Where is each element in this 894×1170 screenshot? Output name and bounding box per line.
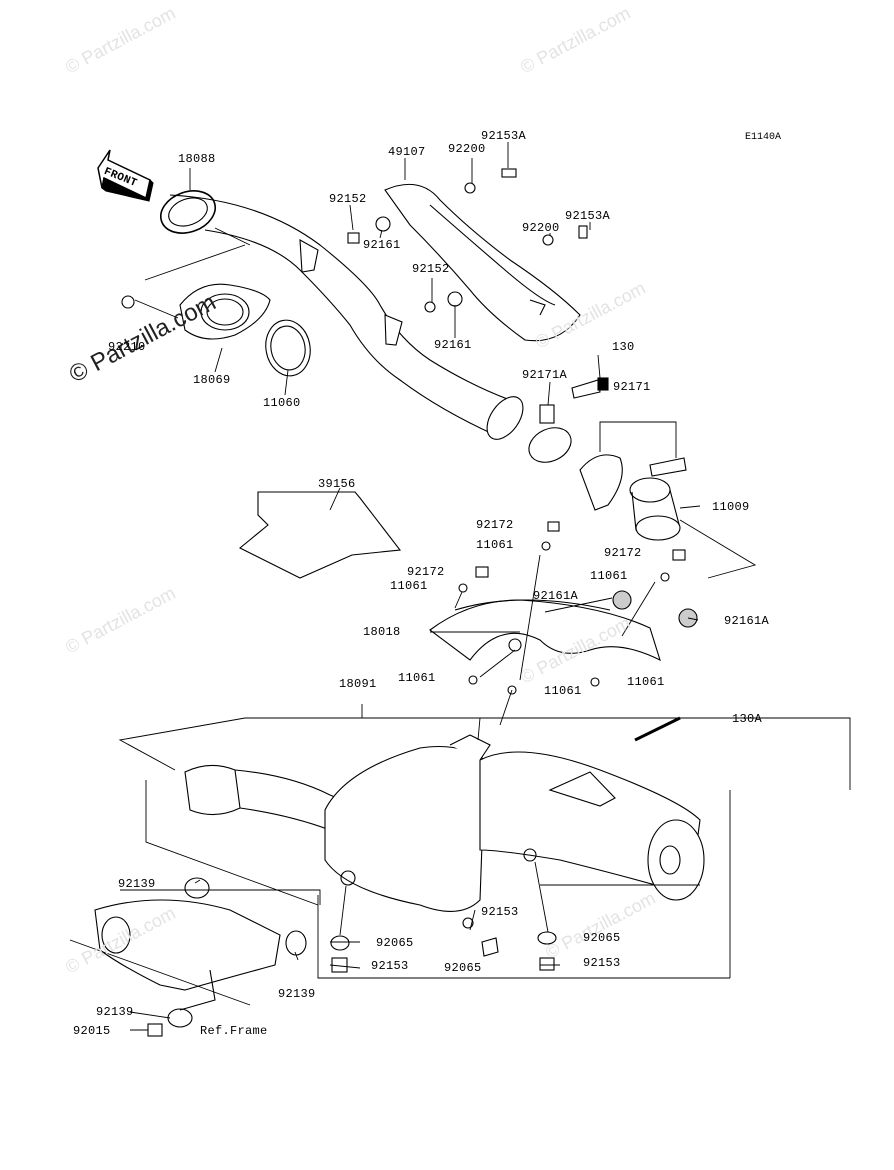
part-label-18018[interactable]: 18018 (363, 625, 401, 639)
part-label-130[interactable]: 130 (612, 340, 635, 354)
part-label-92153[interactable]: 92153 (481, 905, 519, 919)
cover-fasteners (458, 521, 698, 695)
part-label-92200[interactable]: 92200 (522, 221, 560, 235)
part-label-92065[interactable]: 92065 (583, 931, 621, 945)
muffler-assembly (184, 716, 705, 912)
part-label-92161a[interactable]: 92161A (533, 589, 579, 603)
part-label-92153a[interactable]: 92153A (481, 129, 527, 143)
part-label-11061[interactable]: 11061 (590, 569, 628, 583)
part-label-18069[interactable]: 18069 (193, 373, 231, 387)
part-label-92015[interactable]: 92015 (73, 1024, 111, 1038)
pipe-heat-guard (384, 183, 581, 342)
part-label-92161a[interactable]: 92161A (724, 614, 770, 628)
top-fasteners (347, 168, 609, 399)
head-pipe (160, 190, 524, 440)
part-label-92200[interactable]: 92200 (448, 142, 486, 156)
part-label-92152[interactable]: 92152 (329, 192, 367, 206)
part-label-11061[interactable]: 11061 (476, 538, 514, 552)
part-label-92171[interactable]: 92171 (613, 380, 651, 394)
part-label-92172[interactable]: 92172 (604, 546, 642, 560)
muffler-heat-cover (429, 590, 661, 662)
part-label-11061[interactable]: 11061 (390, 579, 428, 593)
insulation-plate (238, 491, 402, 579)
part-label-49107[interactable]: 49107 (388, 145, 426, 159)
exhaust-clamp (528, 404, 687, 511)
part-label-92153[interactable]: 92153 (371, 959, 409, 973)
part-label-11061[interactable]: 11061 (398, 671, 436, 685)
frame-bracket (94, 877, 307, 1037)
part-label-18091[interactable]: 18091 (339, 677, 377, 691)
part-label-92172[interactable]: 92172 (476, 518, 514, 532)
part-label-92065[interactable]: 92065 (376, 936, 414, 950)
part-label-92161[interactable]: 92161 (434, 338, 472, 352)
part-label-92210[interactable]: 92210 (108, 340, 146, 354)
part-label-92172[interactable]: 92172 (407, 565, 445, 579)
exhaust-flange (121, 283, 271, 340)
part-label-92139[interactable]: 92139 (96, 1005, 134, 1019)
part-label-92139[interactable]: 92139 (278, 987, 316, 1001)
part-label-92153a[interactable]: 92153A (565, 209, 611, 223)
part-label-39156[interactable]: 39156 (318, 477, 356, 491)
leader-lines (69, 142, 851, 1031)
part-label-130a[interactable]: 130A (732, 712, 763, 726)
muffler-band (629, 477, 681, 541)
part-label-11009[interactable]: 11009 (712, 500, 750, 514)
ref-frame-label: Ref.Frame (200, 1024, 268, 1038)
part-label-92171a[interactable]: 92171A (522, 368, 568, 382)
part-label-92065[interactable]: 92065 (444, 961, 482, 975)
diagram-code: E1140A (745, 132, 782, 143)
front-arrow-icon (97, 149, 154, 202)
part-label-11061[interactable]: 11061 (544, 684, 582, 698)
part-label-92161[interactable]: 92161 (363, 238, 401, 252)
part-label-11061[interactable]: 11061 (627, 675, 665, 689)
part-label-11060[interactable]: 11060 (263, 396, 301, 410)
exhaust-gasket (265, 319, 311, 377)
part-label-92152[interactable]: 92152 (412, 262, 450, 276)
part-label-18088[interactable]: 18088 (178, 152, 216, 166)
part-label-92139[interactable]: 92139 (118, 877, 156, 891)
part-label-92153[interactable]: 92153 (583, 956, 621, 970)
